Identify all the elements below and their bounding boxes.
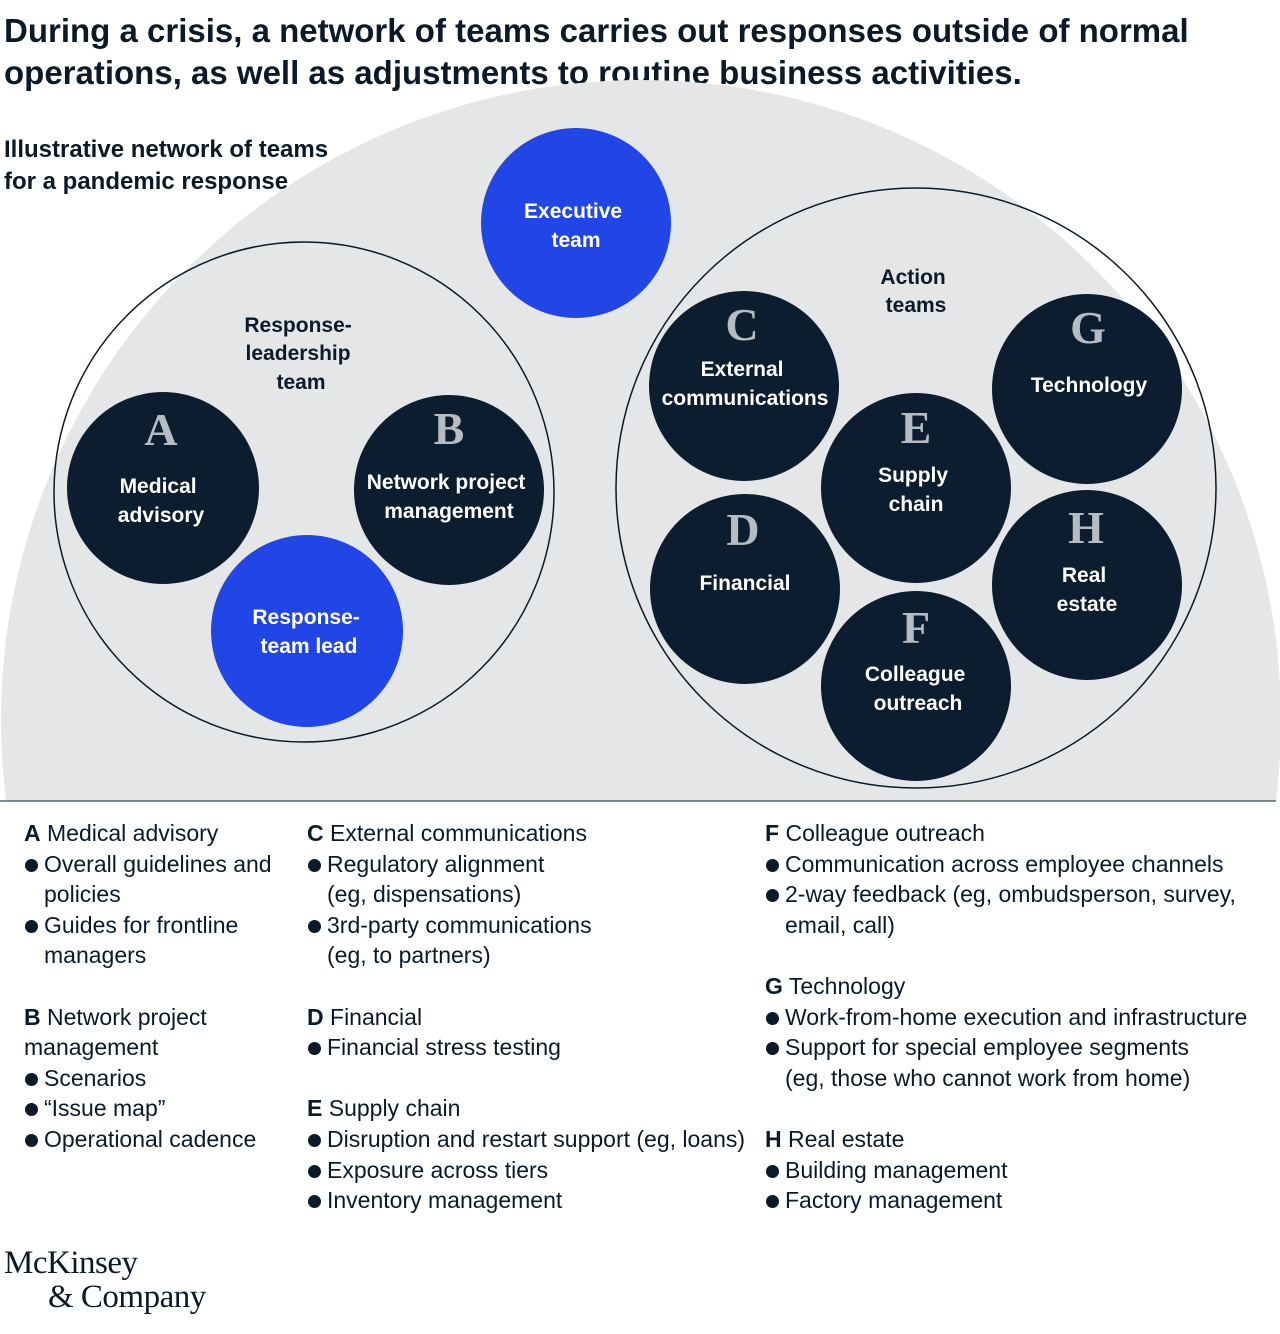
team-node-d: D Financial (650, 494, 840, 684)
page-title: During a crisis, a network of teams carr… (4, 12, 1189, 91)
legend-group-g: G Technology Work-from-home execution an… (765, 971, 1277, 1093)
legend-column-1: A Medical advisory Overall guidelines an… (24, 818, 299, 1185)
team-node-c: C External communications (649, 291, 839, 481)
svg-text:Supply chain: Supply chain (878, 464, 954, 516)
legend-heading: G Technology (765, 971, 1277, 1002)
mckinsey-logo: McKinsey & Company (4, 1246, 206, 1314)
svg-text:G: G (1070, 302, 1106, 353)
legend-item: Disruption and restart support (eg, loan… (307, 1124, 762, 1155)
svg-text:F: F (902, 602, 930, 653)
svg-text:Response- team lead: Response- team lead (252, 606, 365, 658)
svg-text:E: E (901, 402, 932, 453)
legend-item: Communication across employee channels (765, 849, 1277, 880)
svg-text:C: C (725, 299, 758, 350)
legend-item: Work-from-home execution and infrastruct… (765, 1002, 1277, 1033)
legend-column-3: F Colleague outreach Communication acros… (765, 818, 1277, 1124)
legend-team-name: Real estate (788, 1126, 905, 1152)
legend-column-3b: H Real estate Building management Factor… (765, 1124, 1277, 1246)
legend-item: Overall guidelines and policies (24, 849, 299, 910)
legend-group-c: C External communications Regulatory ali… (307, 818, 762, 971)
legend-letter: A (24, 820, 41, 846)
team-node-h: H Real estate (992, 490, 1182, 680)
legend-item: Building management (765, 1155, 1277, 1186)
legend-team-name: Supply chain (328, 1095, 461, 1122)
svg-text:Network project manageme: Network project management (367, 471, 532, 523)
legend-letter: D (307, 1003, 324, 1030)
legend-item: Factory management (765, 1185, 1277, 1216)
legend-team-name: External communications (330, 820, 587, 846)
legend-team-name: Network project management (24, 1003, 207, 1061)
legend-team-name: Technology (788, 972, 906, 999)
svg-text:Technology: Technology (1031, 374, 1148, 397)
legend-letter: C (307, 820, 324, 846)
team-node-e: E Supply chain (821, 393, 1011, 583)
action-teams-label: Action teams (880, 266, 951, 317)
legend-group-h: H Real estate Building management Factor… (765, 1124, 1277, 1216)
response-leadership-label: Response- leadership team (244, 314, 357, 394)
logo-line: McKinsey (4, 1245, 138, 1281)
legend-heading: H Real estate (765, 1124, 1277, 1155)
svg-text:D: D (726, 504, 759, 555)
team-node-f: F Colleague outreach (821, 591, 1011, 781)
legend-team-name: Colleague outreach (785, 820, 985, 846)
legend-heading: D Financial (307, 1002, 762, 1033)
response-leadership-group-outline (53, 241, 555, 743)
legend-item: Regulatory alignment (eg, dispensations) (307, 849, 557, 910)
legend-group-f: F Colleague outreach Communication acros… (765, 818, 1277, 940)
svg-text:Medical advisory: Medical advisory (118, 475, 205, 527)
svg-text:Colleague outreach: Colleague outreach (865, 663, 971, 715)
legend-heading: E Supply chain (307, 1093, 762, 1124)
svg-text:Real estate: Real estate (1057, 564, 1118, 616)
svg-text:External communications: External communications (662, 358, 829, 410)
svg-text:A: A (144, 404, 177, 455)
legend-item: 2-way feedback (eg, ombudsperson, survey… (765, 879, 1255, 940)
svg-text:Financial: Financial (699, 572, 790, 595)
legend-column-2: C External communications Regulatory ali… (307, 818, 762, 1246)
legend-letter: E (307, 1095, 323, 1122)
legend-group-d: D Financial Financial stress testing (307, 1002, 762, 1063)
legend-team-name: Financial (330, 1003, 423, 1030)
legend-item: Inventory management (307, 1185, 762, 1216)
legend-item: Scenarios (24, 1063, 299, 1094)
legend-item: Support for special employee segments (e… (765, 1032, 1225, 1093)
legend-item: “Issue map” (24, 1093, 299, 1124)
action-teams-group-outline (615, 187, 1217, 789)
svg-text:Executive team: Executive team (524, 200, 628, 252)
legend-heading: F Colleague outreach (765, 818, 1277, 849)
team-node-a: A Medical advisory (67, 392, 259, 584)
legend-group-e: E Supply chain Disruption and restart su… (307, 1093, 762, 1215)
legend-heading: B Network project management (24, 1002, 299, 1063)
executive-team-node: Executive team (481, 128, 671, 318)
response-team-lead-node: Response- team lead (211, 535, 403, 727)
legend-letter: B (24, 1003, 41, 1030)
legend-group-a: A Medical advisory Overall guidelines an… (24, 818, 299, 971)
legend-letter: F (765, 820, 780, 846)
logo-line: & Company (48, 1279, 206, 1315)
team-network-diagram: Response- leadership team Action teams E… (0, 80, 1280, 802)
svg-text:B: B (434, 403, 465, 454)
legend-item: Exposure across tiers (307, 1155, 762, 1186)
subtitle-line: Illustrative network of teams (4, 136, 329, 163)
legend-heading: A Medical advisory (24, 818, 299, 849)
team-node-g: G Technology (992, 294, 1182, 484)
svg-text:H: H (1068, 502, 1104, 553)
legend-letter: G (765, 972, 783, 999)
subtitle-line: for a pandemic response (4, 168, 289, 195)
legend-item: Operational cadence (24, 1124, 299, 1155)
diagram-subtitle: Illustrative network of teams for a pand… (4, 134, 404, 198)
legend-group-b: B Network project management Scenarios “… (24, 1002, 299, 1155)
legend-item: Financial stress testing (307, 1032, 762, 1063)
legend-item: 3rd-party communications (eg, to partner… (307, 910, 627, 971)
legend-item: Guides for frontline managers (24, 910, 299, 971)
team-node-b: B Network project management (354, 395, 544, 585)
legend-team-name: Medical advisory (47, 820, 219, 846)
legend-letter: H (765, 1126, 782, 1152)
legend-heading: C External communications (307, 818, 762, 849)
